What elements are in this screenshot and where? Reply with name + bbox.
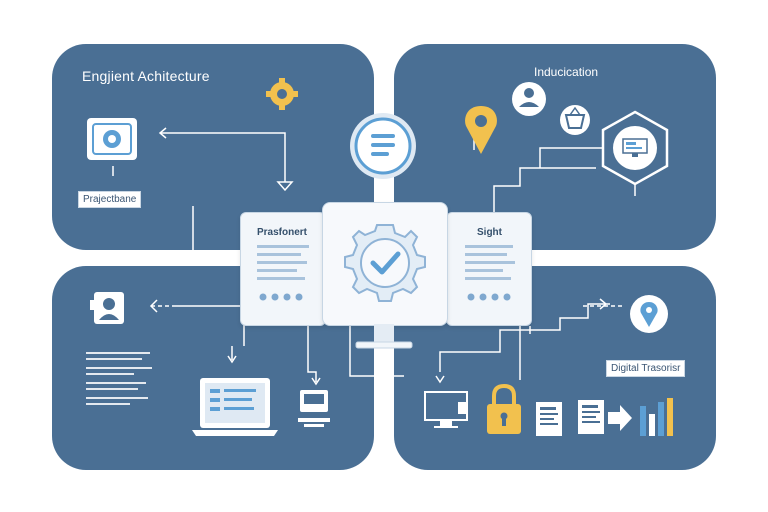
contact-icon (90, 292, 124, 324)
indication-title: Inducication (534, 65, 599, 79)
left-card-content (257, 245, 309, 301)
gear-icon (87, 118, 137, 160)
right-info-card: Sight (446, 212, 532, 326)
project-tag: Prajectbane (78, 191, 142, 208)
laptop-icon (192, 378, 278, 436)
desktop-icon (424, 391, 468, 428)
right-card-content (465, 245, 515, 301)
document-list-icon (350, 113, 416, 179)
digital-transfer-tag: Digital Trasorisr (606, 360, 686, 377)
left-card-title: Prasfonert (257, 227, 308, 238)
architecture-title: Engjient Achitecture (82, 68, 210, 84)
right-card-title: Sight (477, 227, 502, 238)
text-lines (86, 352, 152, 405)
monitor-icon (322, 202, 448, 326)
settings-pin-icon (630, 295, 668, 333)
check-icon (344, 224, 426, 302)
user-icon (512, 82, 546, 116)
location-pin-icon (465, 106, 497, 154)
settings-gear-icon (266, 78, 298, 110)
basket-icon (560, 105, 590, 135)
bar-chart-icon (640, 398, 673, 436)
lock-icon (487, 383, 521, 434)
document-icon (536, 400, 604, 436)
dashboard-hexagon-icon (601, 110, 669, 186)
printer-icon (298, 390, 330, 427)
left-info-card: Prasfonert (240, 212, 326, 326)
arrow-right-icon (608, 405, 632, 431)
